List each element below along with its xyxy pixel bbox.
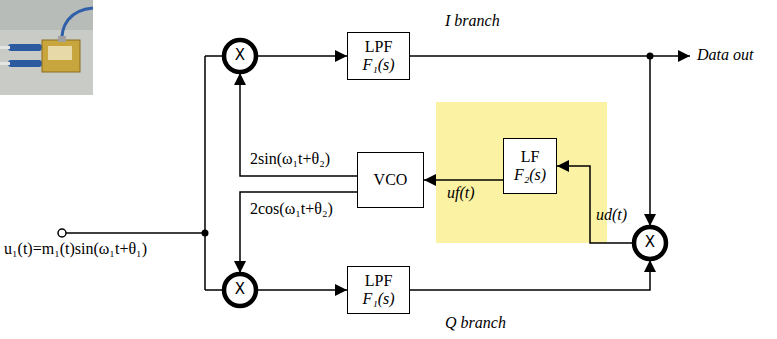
signal-label: ud(t) [596,206,627,224]
photo-ground [0,0,93,95]
input-terminal [58,229,66,237]
branch-label: I branch [445,12,500,30]
junction-dot [202,230,209,237]
branch-label: Q branch [445,314,506,332]
block-name: LPF [365,272,393,290]
highlight-region [436,102,607,243]
signal-connector [424,179,503,181]
device-photo [0,0,93,95]
photo-connector [0,62,10,65]
block-name: VCO [374,171,408,189]
multiply-sign: X [235,47,245,64]
signal-connector [557,166,633,243]
circle-outline [224,274,256,306]
photo-ground [0,0,93,30]
signal-connector [257,289,347,291]
block-name: LF [521,148,540,166]
signal-label: uf(t) [447,184,475,202]
circle-outline [634,227,666,259]
transfer-function: F₂(s) [514,166,546,184]
multiply-sign: X [235,281,245,298]
signal-connector [240,192,357,273]
photo-connector [0,46,10,49]
reference-signal-label: 2sin(ω₁t+θ₂) [248,150,332,168]
photo-cable [62,8,93,45]
signal-connector [410,56,650,226]
output-label: Data out [697,46,753,64]
signal-connector [410,260,650,290]
loop-filter-box: LFF₂(s) [503,138,557,194]
lowpass-filter-box: LPFF₁(s) [347,266,410,314]
transfer-function: F₁(s) [362,56,394,74]
photo-connector [8,60,42,67]
photo-device-label [48,46,72,60]
multiply-sign: X [645,234,655,251]
vco-box: VCO [357,152,424,208]
multiplier-circle: X [633,226,667,260]
output-wire [650,55,690,57]
block-name: LPF [365,38,393,56]
photo-device [42,40,80,72]
lowpass-filter-box: LPFF₁(s) [347,32,410,80]
signal-connector [240,73,357,176]
photo-connector [58,36,66,42]
input-signal-label: u₁(t)=m₁(t)sin(ω₁t+θ₁) [4,240,147,258]
signal-connector [257,55,347,57]
multiplier-circle: X [223,273,257,307]
photo-connector [8,44,42,51]
reference-signal-label: 2cos(ω₁t+θ₂) [248,200,335,218]
circle-outline [224,40,256,72]
transfer-function: F₁(s) [362,290,394,308]
multiplier-circle: X [223,39,257,73]
